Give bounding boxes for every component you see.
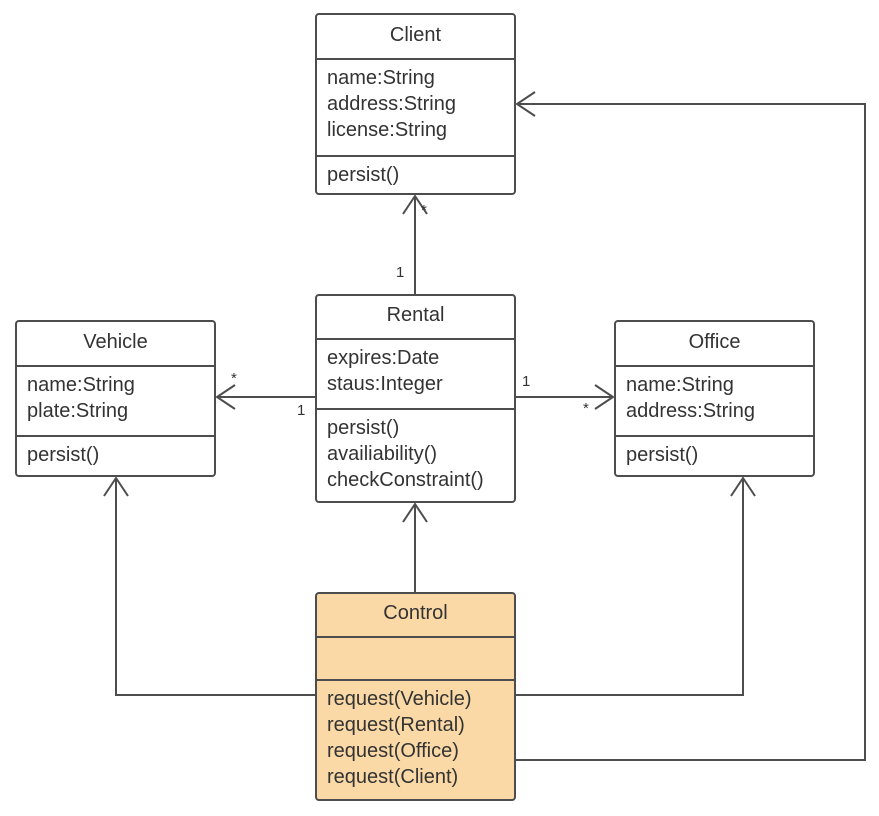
office-attributes: name:String address:String — [616, 367, 813, 437]
rental-class-box[interactable]: Rental expires:Date staus:Integer persis… — [315, 294, 516, 503]
rental-office-arrowhead — [594, 384, 615, 410]
multiplicity-label: 1 — [396, 264, 405, 281]
multiplicity-label: * — [583, 400, 589, 417]
client-attributes: name:String address:String license:Strin… — [317, 60, 514, 157]
control-method: request(Client) — [327, 766, 459, 788]
multiplicity-label: * — [421, 202, 427, 219]
client-attribute: name:String — [327, 67, 435, 89]
control-client-dependency — [515, 103, 866, 761]
rental-method: checkConstraint() — [327, 469, 484, 491]
vehicle-class-name: Vehicle — [17, 322, 214, 367]
office-class-box[interactable]: Office name:String address:String persis… — [614, 320, 815, 477]
vehicle-class-box[interactable]: Vehicle name:String plate:String persist… — [15, 320, 216, 477]
vehicle-attributes: name:String plate:String — [17, 367, 214, 437]
control-client-arrowhead — [515, 91, 536, 117]
control-method: request(Vehicle) — [327, 688, 472, 710]
office-class-name: Office — [616, 322, 813, 367]
control-rental-arrowhead — [402, 502, 428, 523]
client-method: persist() — [327, 164, 400, 186]
multiplicity-label: 1 — [297, 402, 306, 419]
control-office-dependency — [515, 478, 744, 696]
client-methods: persist() — [317, 157, 514, 193]
rental-attribute: expires:Date — [327, 347, 440, 369]
control-vehicle-arrowhead — [103, 476, 129, 497]
rental-method: availiability() — [327, 443, 438, 465]
rental-methods: persist() availiability() checkConstrain… — [317, 410, 514, 498]
control-class-name: Control — [317, 594, 514, 638]
client-class-name: Client — [317, 15, 514, 60]
control-office-arrowhead — [730, 476, 756, 497]
rental-client-arrowhead — [402, 194, 428, 215]
office-attribute: address:String — [626, 400, 755, 422]
vehicle-attribute: name:String — [27, 374, 135, 396]
control-attributes — [317, 638, 514, 681]
client-class-box[interactable]: Client name:String address:String licens… — [315, 13, 516, 195]
vehicle-method: persist() — [27, 444, 100, 466]
office-method: persist() — [626, 444, 699, 466]
control-method: request(Office) — [327, 740, 459, 762]
rental-class-name: Rental — [317, 296, 514, 340]
client-attribute: address:String — [327, 93, 456, 115]
control-method: request(Rental) — [327, 714, 465, 736]
rental-method: persist() — [327, 417, 400, 439]
vehicle-methods: persist() — [17, 437, 214, 473]
control-class-box[interactable]: Control request(Vehicle) request(Rental)… — [315, 592, 516, 801]
rental-attributes: expires:Date staus:Integer — [317, 340, 514, 410]
multiplicity-label: 1 — [522, 373, 531, 390]
vehicle-attribute: plate:String — [27, 400, 129, 422]
control-methods: request(Vehicle) request(Rental) request… — [317, 681, 514, 795]
rental-vehicle-arrowhead — [215, 384, 236, 410]
multiplicity-label: * — [231, 370, 237, 387]
office-methods: persist() — [616, 437, 813, 473]
rental-attribute: staus:Integer — [327, 373, 443, 395]
client-attribute: license:String — [327, 119, 448, 141]
control-vehicle-dependency — [115, 478, 315, 696]
office-attribute: name:String — [626, 374, 734, 396]
